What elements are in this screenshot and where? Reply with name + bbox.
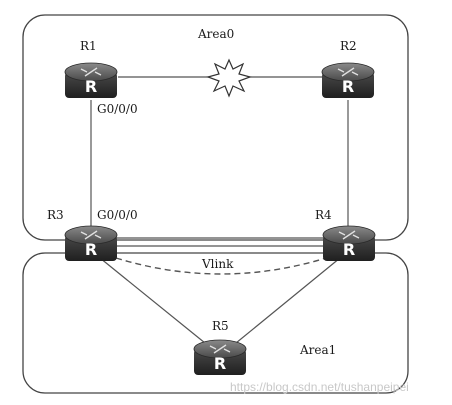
router-r5: R: [193, 339, 247, 375]
vlink-label: Vlink: [201, 257, 234, 271]
router-r5-glyph: R: [214, 354, 226, 373]
router-r2: R: [321, 62, 375, 98]
router-r1: R: [64, 62, 118, 98]
area0-boundary: [22, 14, 409, 241]
router-r3-label: R3: [47, 208, 64, 222]
router-r3-glyph: R: [85, 240, 97, 259]
r1-interface-label: G0/0/0: [97, 102, 138, 116]
router-r4-label: R4: [315, 208, 332, 222]
r3-interface-label: G0/0/0: [97, 208, 138, 222]
area1-boundary: [22, 252, 409, 394]
link-r3-r5: [99, 257, 206, 344]
router-r5-label: R5: [212, 319, 229, 333]
router-r1-label: R1: [80, 39, 97, 53]
area0-label: Area0: [197, 27, 234, 41]
router-r2-glyph: R: [342, 77, 354, 96]
link-r4-r5: [235, 257, 341, 344]
router-r4-glyph: R: [343, 240, 355, 259]
watermark-text: https://blog.csdn.net/tushanpeipei: [230, 380, 409, 394]
router-r3: R: [64, 225, 118, 261]
area1-label: Area1: [299, 343, 336, 357]
link-failure-burst-icon: [206, 58, 252, 98]
router-r2-label: R2: [340, 39, 357, 53]
router-r1-glyph: R: [85, 77, 97, 96]
router-r4: R: [322, 225, 376, 261]
